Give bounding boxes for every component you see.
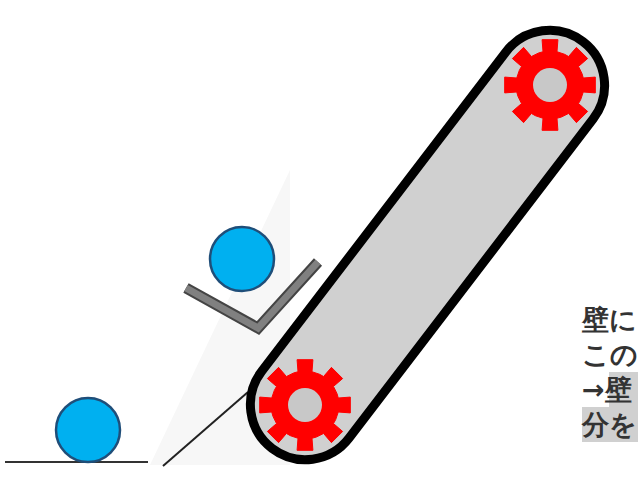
- gear-hub: [288, 388, 322, 422]
- note-text: 分を: [582, 407, 638, 442]
- ball: [210, 227, 274, 291]
- gear-hub: [533, 68, 567, 102]
- gear: [505, 40, 596, 131]
- note-text: 壁に: [582, 302, 638, 337]
- note-text: この: [582, 337, 638, 372]
- gears: [260, 40, 596, 451]
- note-text: →壁: [582, 372, 638, 407]
- gear: [260, 360, 351, 451]
- conveyor-belt: [228, 8, 626, 482]
- ground-line: [5, 461, 148, 463]
- gear-body: [505, 40, 596, 131]
- gear-body: [260, 360, 351, 451]
- ball: [56, 398, 120, 462]
- slope-line: [163, 392, 248, 466]
- note-block: 壁にこの→壁分を: [582, 302, 638, 442]
